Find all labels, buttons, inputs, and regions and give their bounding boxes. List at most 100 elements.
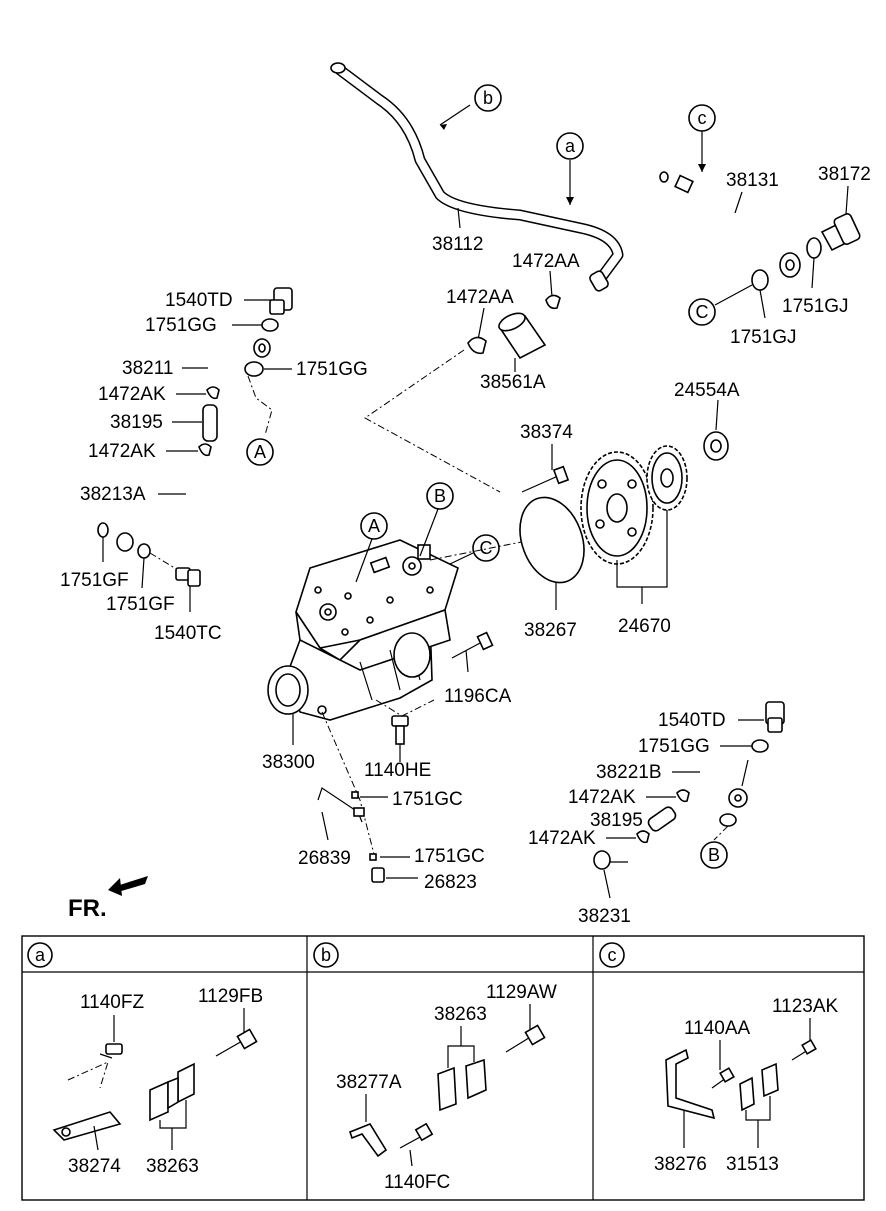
panel-a-label-2: 1129FB: [198, 986, 263, 1007]
bolt-1196CA: [451, 631, 494, 659]
label-38221B: 38221B: [596, 762, 662, 783]
label-38561A: 38561A: [480, 372, 546, 393]
label-24554A: 24554A: [674, 380, 740, 401]
panel-b-label-4: 1140FC: [384, 1172, 450, 1193]
pipe-38112: [330, 62, 624, 288]
bearing-24554A: [703, 431, 729, 461]
fitting-38172: [820, 213, 861, 252]
callout-B-center: B: [426, 482, 454, 510]
callout-a-top: a: [556, 132, 584, 160]
svg-text:C: C: [696, 302, 709, 322]
svg-text:C: C: [480, 538, 493, 558]
svg-text:c: c: [698, 108, 707, 128]
svg-text:b: b: [321, 945, 331, 965]
callout-B-right: B: [700, 841, 728, 869]
pipe-38231: [593, 850, 628, 870]
label-1472AK-3: 1472AK: [568, 787, 636, 808]
callout-c-top: c: [688, 104, 716, 132]
svg-text:FR.: FR.: [68, 895, 107, 922]
callout-A-left: A: [246, 438, 274, 466]
label-1751GC-1: 1751GC: [392, 789, 463, 810]
front-arrow: FR.: [68, 876, 148, 922]
label-38267: 38267: [524, 620, 577, 641]
gasket-right: [719, 813, 737, 827]
label-1140HE: 1140HE: [364, 760, 431, 781]
compressor-38300: [267, 539, 459, 721]
panel-b-label-3: 38277A: [336, 1072, 402, 1093]
panel-c: c 1123AK 1140AA 38276 31513: [599, 942, 839, 1175]
label-38131: 38131: [726, 170, 779, 191]
panel-b-label-1: 1129AW: [486, 982, 557, 1003]
panel-c-label-2: 1140AA: [684, 1018, 751, 1039]
pipe-26839: [317, 787, 365, 823]
label-1472AK-2: 1472AK: [88, 441, 156, 462]
label-38213A: 38213A: [80, 484, 146, 505]
hose-38195-2: [647, 806, 677, 832]
panel-c-label-4: 31513: [726, 1154, 779, 1175]
svg-text:A: A: [368, 516, 380, 536]
svg-text:c: c: [608, 945, 617, 965]
gasket-1751GJ-1: [806, 237, 822, 259]
label-1472AK-1: 1472AK: [98, 384, 166, 405]
bolt-38374: [521, 465, 570, 493]
panel-b: b 1129AW 38263 38277A 1140FC: [313, 942, 557, 1193]
label-38300: 38300: [262, 752, 315, 773]
svg-text:A: A: [254, 442, 266, 462]
label-1751GG-3: 1751GG: [638, 736, 710, 757]
hose-38195-1: [202, 404, 218, 442]
panel-a: a 1140FZ 1129FB 38274 38263: [27, 942, 263, 1177]
label-38374: 38374: [520, 422, 573, 443]
panel-a-label-3: 38274: [68, 1156, 121, 1177]
gear-24670-small: [646, 445, 688, 511]
hose-38561A: [498, 312, 547, 360]
bolt-1540TD-1: [269, 287, 293, 315]
label-1751GF-2: 1751GF: [106, 594, 175, 615]
callout-A-center: A: [360, 512, 388, 540]
label-1751GF-1: 1751GF: [60, 570, 129, 591]
callout-C-center: C: [472, 534, 500, 562]
panel-c-label-1: 1123AK: [772, 996, 839, 1017]
gasket-1751GF-1: [97, 522, 109, 538]
svg-text:b: b: [483, 88, 493, 108]
label-1472AK-4: 1472AK: [528, 828, 596, 849]
panel-a-label-1: 1140FZ: [80, 992, 144, 1013]
panel-b-label-2: 38263: [434, 1004, 487, 1025]
svg-text:B: B: [708, 845, 720, 865]
gasket-1751GF-2: [137, 543, 151, 559]
label-1751GG-2: 1751GG: [296, 359, 368, 380]
label-1472AA-1: 1472AA: [512, 251, 580, 272]
bolt-1140HE: [391, 715, 409, 745]
label-1196CA: 1196CA: [444, 686, 512, 707]
detail-panels: [21, 935, 865, 1201]
plug-26823: [371, 867, 385, 883]
svg-text:a: a: [35, 945, 46, 965]
panel-c-label-3: 38276: [654, 1154, 707, 1175]
label-38195-1: 38195: [110, 412, 163, 433]
callout-b-top: b: [474, 84, 502, 112]
pipe-38221B: [686, 767, 748, 808]
label-38172: 38172: [818, 164, 871, 185]
label-1540TD-2: 1540TD: [658, 710, 726, 731]
callout-C-top: C: [688, 298, 716, 326]
gear-24670-large: [580, 451, 654, 565]
bolt-1540TD-2: [765, 701, 785, 733]
label-1751GG-1: 1751GG: [145, 315, 217, 336]
pipe-38131: [659, 171, 801, 278]
label-26823: 26823: [424, 872, 477, 893]
gasket-1751GJ-2: [751, 269, 769, 291]
svg-text:a: a: [565, 136, 576, 156]
label-38231: 38231: [578, 906, 631, 927]
label-1472AA-2: 1472AA: [446, 287, 514, 308]
gasket-1751GG-2: [244, 361, 264, 377]
svg-text:B: B: [434, 486, 446, 506]
label-1540TD-1: 1540TD: [165, 290, 233, 311]
gasket-1751GC-1: [351, 791, 359, 799]
bolt-1540TC: [175, 567, 201, 587]
panel-a-label-4: 38263: [146, 1156, 199, 1177]
label-1751GJ-1: 1751GJ: [782, 296, 849, 317]
gasket-1751GC-2: [369, 853, 377, 861]
label-26839: 26839: [298, 848, 351, 869]
pipe-38211: [209, 338, 271, 390]
oring-38267: [519, 496, 585, 584]
